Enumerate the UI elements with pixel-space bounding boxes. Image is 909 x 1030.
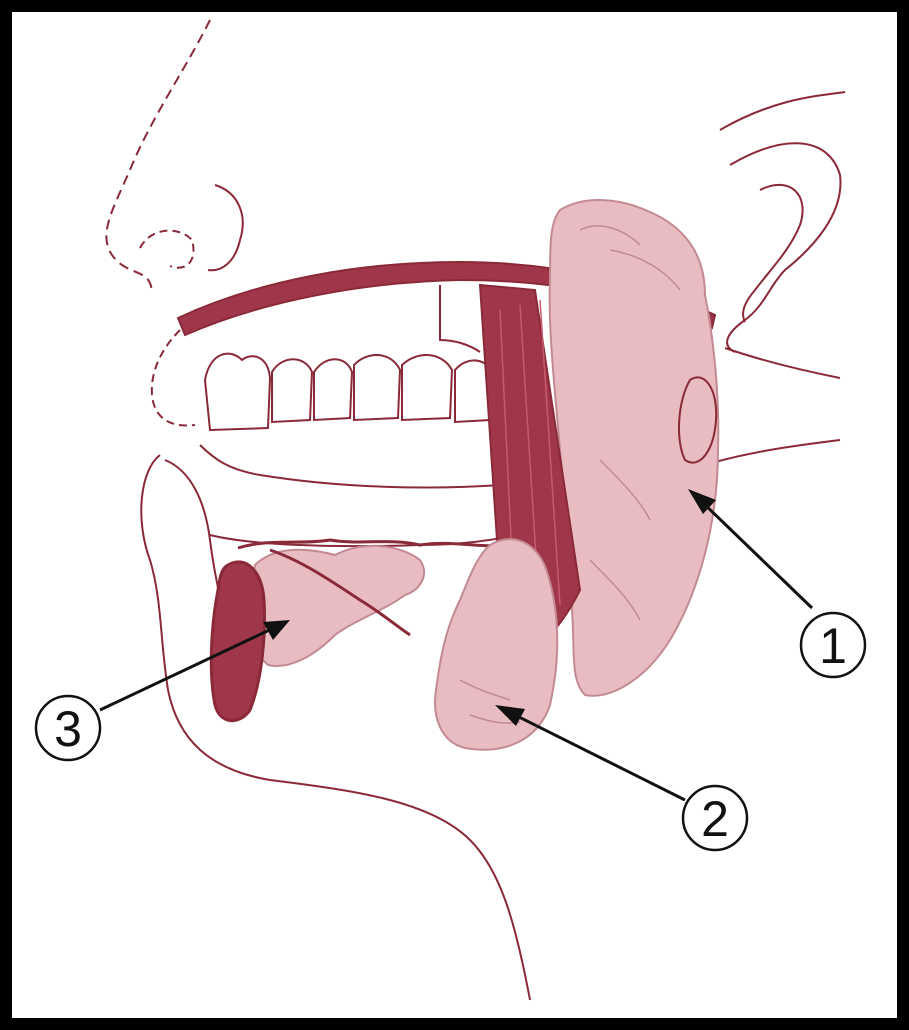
cheek-outline [208,185,243,270]
sublingual-gland [248,546,424,666]
lower-jaw-outline [200,445,515,546]
callout-3-label: 3 [54,701,82,757]
upper-lip-outline [152,330,195,426]
submandibular-gland [435,539,557,750]
callout-1-arrow [700,500,812,608]
mandible-cross-section [211,562,264,721]
callout-2-label: 2 [701,791,729,847]
neck-back-outline [715,348,840,462]
ear-inner-outline [743,185,803,322]
callout-1-label: 1 [819,618,847,674]
ear-outline [720,92,845,352]
nostril-outline [140,231,193,268]
callout-2-arrow [505,710,685,800]
